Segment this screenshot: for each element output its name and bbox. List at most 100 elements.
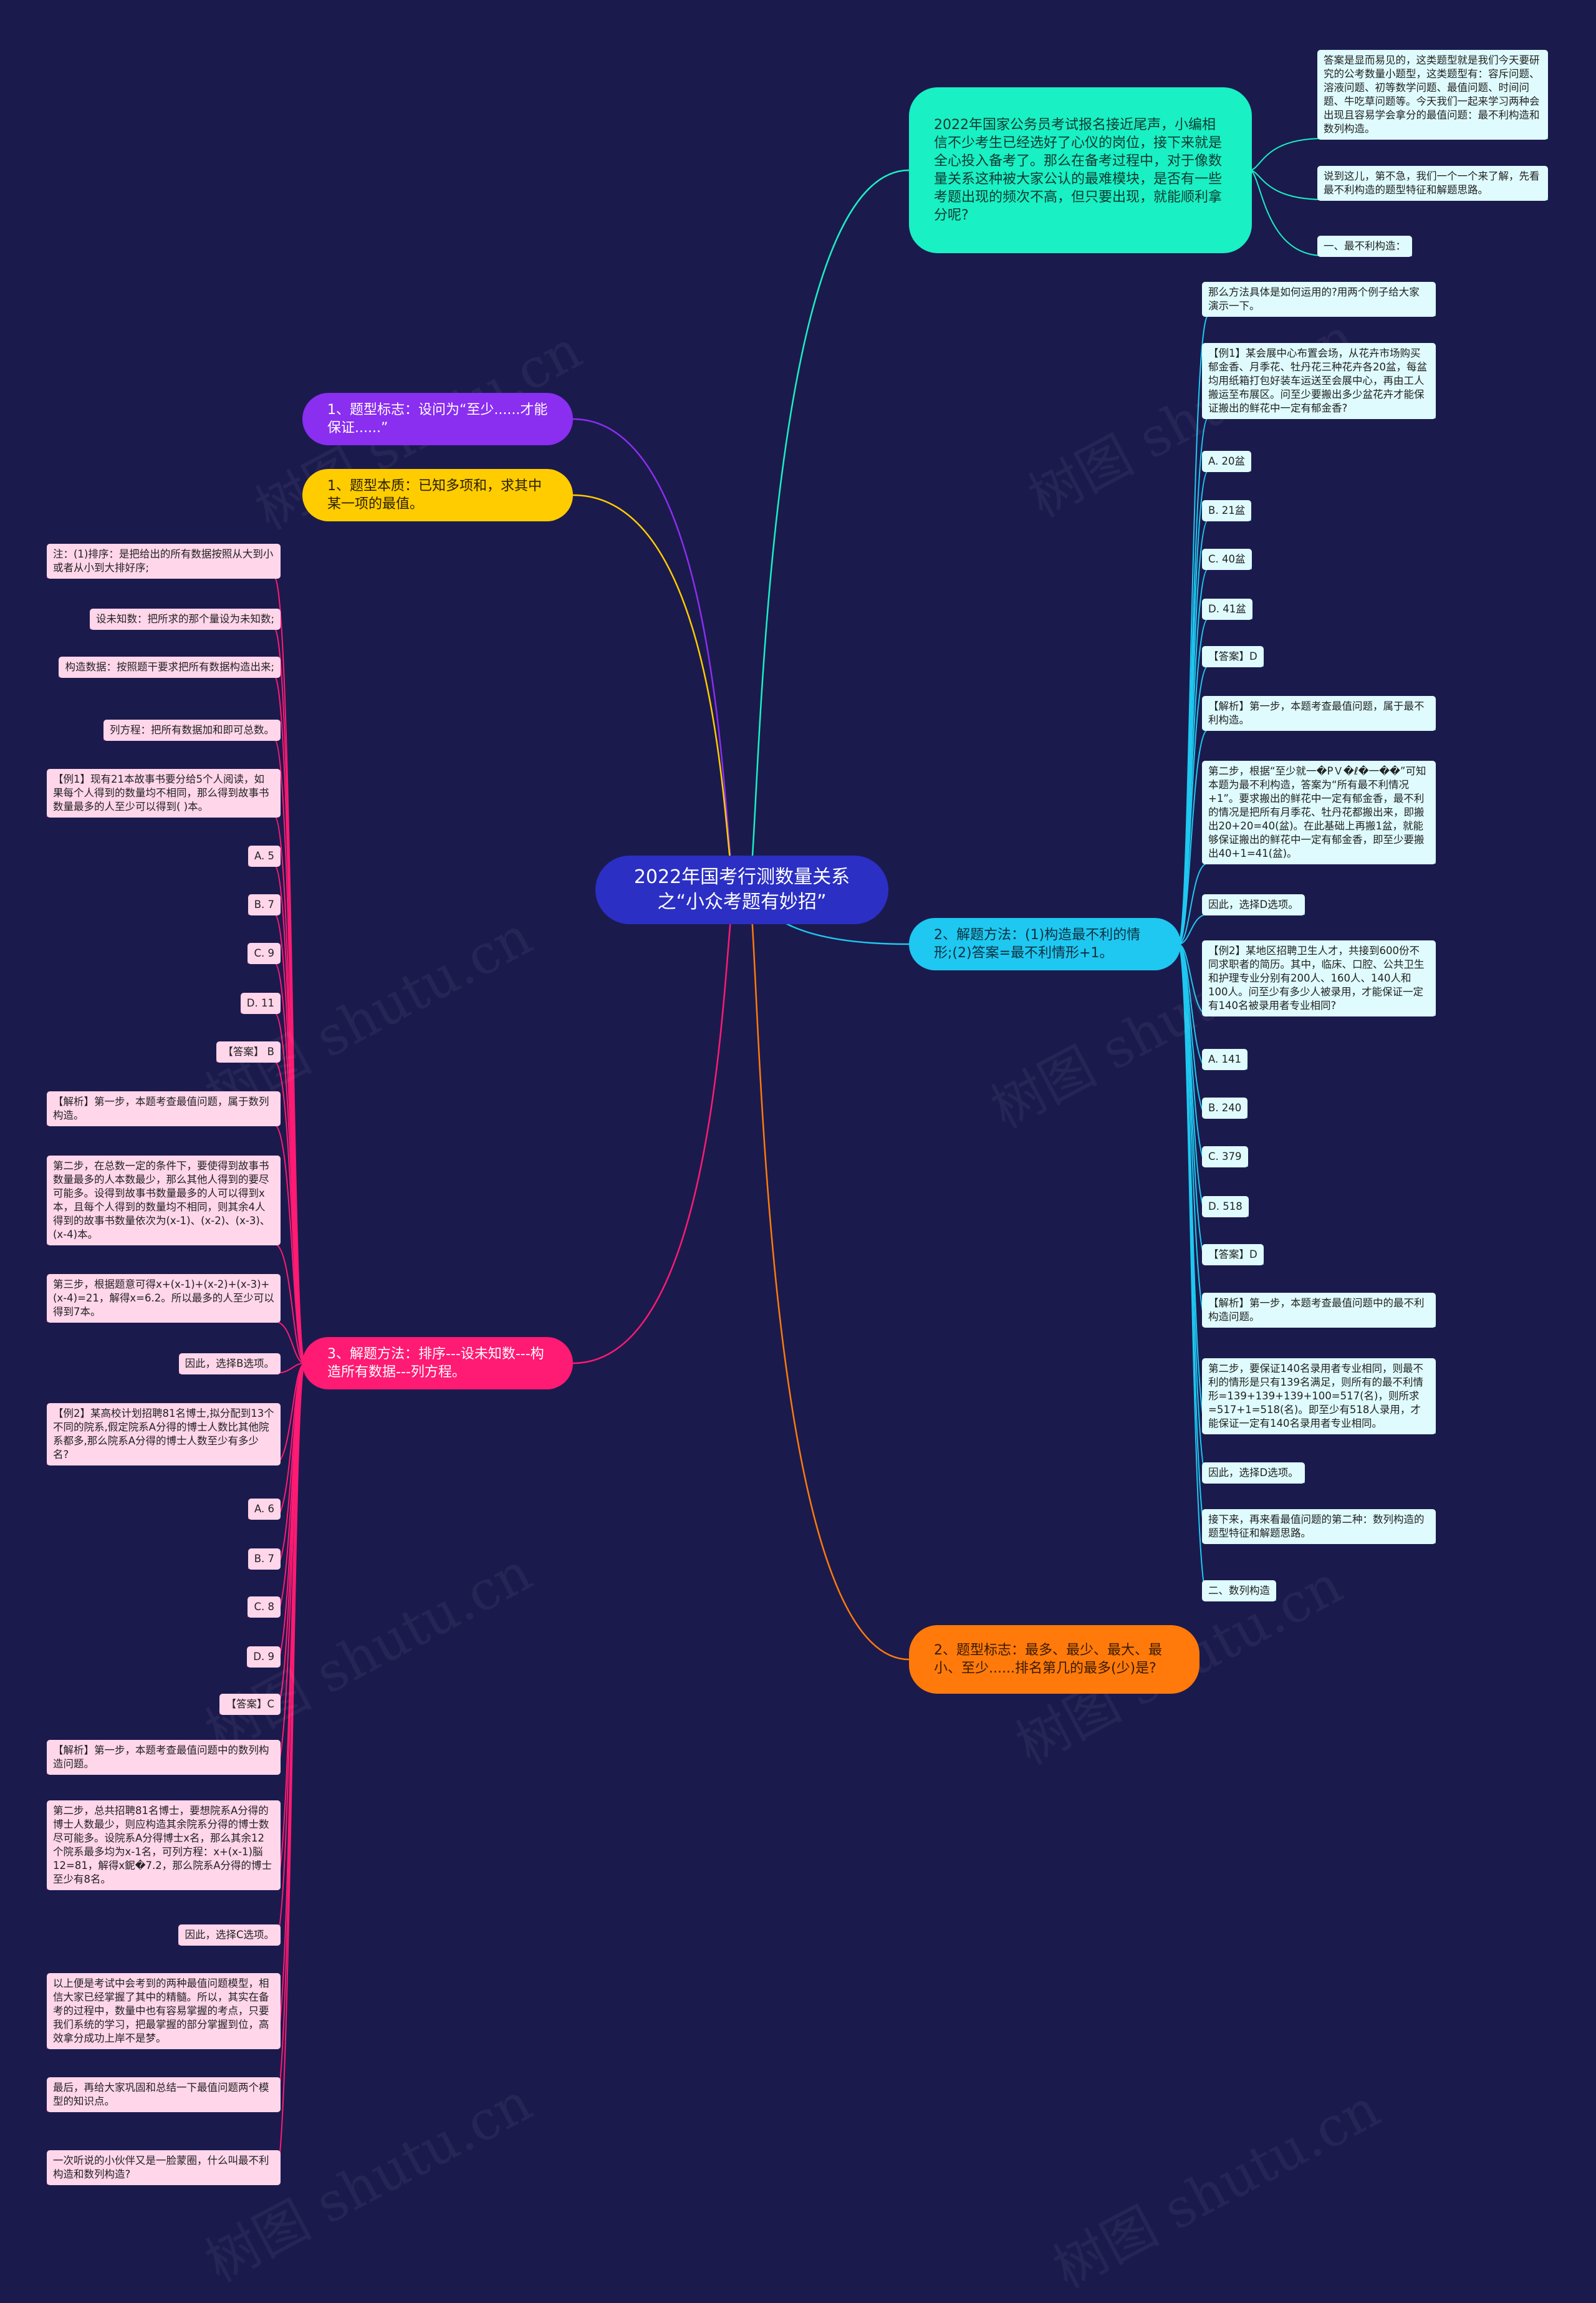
link-leaf (1249, 170, 1412, 256)
right-mid-leaves-item[interactable]: 那么方法具体是如何运用的?用两个例子给大家演示一下。 (1202, 282, 1436, 317)
branch-solve-method-sequence[interactable]: 3、解题方法：排序---设未知数---构造所有数据---列方程。 (302, 1337, 573, 1389)
leaf-text: C. 379 (1208, 1151, 1242, 1162)
branch-question-signature-label: 2、题型标志：最多、最少、最大、最小、至少......排名第几的最多(少)是? (934, 1643, 1162, 1676)
link-root-to-b_top_right (747, 169, 910, 891)
left-leaves-item[interactable]: 【答案】C (219, 1694, 281, 1715)
leaf-text: 【答案】 B (223, 1046, 274, 1058)
leaf-text: C. 40盆 (1208, 553, 1246, 565)
right-mid-leaves-item[interactable]: 【解析】第一步，本题考查最值问题，属于最不利构造。 (1202, 696, 1436, 731)
right-mid-leaves-item[interactable]: 接下来，再来看最值问题的第二种：数列构造的题型特征和解题思路。 (1202, 1509, 1436, 1544)
leaf-text: 构造数据：按照题干要求把所有数据构造出来; (65, 661, 274, 673)
left-leaves-item[interactable]: 设未知数：把所求的那个量设为未知数; (89, 609, 281, 630)
right-top-leaves-item[interactable]: 说到这儿，第不急，我们一个一个来了解，先看最不利构造的题型特征和解题思路。 (1317, 166, 1548, 201)
leaf-text: 第二步，在总数一定的条件下，要使得到故事书数量最多的人本数最少，那么其他人得到的… (53, 1160, 271, 1240)
right-mid-leaves-item[interactable]: A. 20盆 (1202, 451, 1251, 472)
right-top-leaves-item[interactable]: 一、最不利构造： (1317, 236, 1412, 257)
leaf-text: B. 7 (254, 1553, 274, 1565)
right-mid-leaves-item[interactable]: D. 41盆 (1202, 599, 1252, 620)
link-leaf (1249, 170, 1548, 200)
leaf-text: 因此，选择B选项。 (185, 1358, 274, 1369)
left-leaves-item[interactable]: D. 9 (247, 1646, 281, 1668)
left-leaves-item[interactable]: 一次听说的小伙伴又是一脸蒙圈，什么叫最不利构造和数列构造? (47, 2150, 281, 2185)
leaf-text: 二、数列构造 (1208, 1585, 1270, 1596)
root-topic[interactable]: 2022年国考行测数量关系之“小众考题有妙招” (595, 856, 888, 924)
right-top-leaves-item[interactable]: 答案是显而易见的，这类题型就是我们今天要研究的公考数量小题型，这类题型有：容斥问… (1317, 50, 1548, 140)
right-mid-leaves-item[interactable]: 第二步，要保证140名录用者专业相同，则最不利的情形是只有139名满足，则所有的… (1202, 1358, 1436, 1434)
left-leaves-item[interactable]: C. 8 (248, 1596, 281, 1618)
right-mid-leaves-item[interactable]: 【例2】某地区招聘卫生人才，共接到600份不同求职者的简历。其中，临床、口腔、公… (1202, 940, 1436, 1016)
right-mid-leaves-item[interactable]: C. 379 (1202, 1146, 1248, 1167)
left-leaves-item[interactable]: 【答案】 B (216, 1041, 281, 1063)
right-mid-leaves-item[interactable]: B. 21盆 (1202, 500, 1252, 521)
right-mid-leaves-item[interactable]: 二、数列构造 (1202, 1580, 1276, 1601)
leaf-text: 说到这儿，第不急，我们一个一个来了解，先看最不利构造的题型特征和解题思路。 (1324, 170, 1540, 196)
branch-intro-label: 2022年国家公务员考试报名接近尾声，小编相信不少考生已经选好了心仪的岗位，接下… (934, 117, 1223, 223)
right-mid-leaves-item[interactable]: 因此，选择D选项。 (1202, 1462, 1305, 1484)
branch-question-marker[interactable]: 1、题型标志：设问为“至少......才能保证......” (302, 393, 573, 445)
left-leaves-item[interactable]: C. 9 (248, 943, 281, 964)
leaf-text: 【例1】现有21本故事书要分给5个人阅读，如果每个人得到的数量均不相同，那么得到… (53, 773, 269, 813)
leaf-text: 【解析】第一步，本题考查最值问题，属于数列构造。 (53, 1096, 269, 1121)
left-leaves-item[interactable]: 因此，选择B选项。 (178, 1353, 281, 1374)
link-leaf (1178, 944, 1436, 1543)
leaf-text: A. 5 (254, 850, 274, 862)
left-leaves-item[interactable]: 构造数据：按照题干要求把所有数据构造出来; (59, 657, 281, 678)
left-leaves-item[interactable]: 【解析】第一步，本题考查最值问题中的数列构造问题。 (47, 1740, 281, 1775)
right-mid-leaves-item[interactable]: 因此，选择D选项。 (1202, 894, 1305, 915)
link-leaf (1178, 665, 1264, 945)
link-root-to-b_top_left_1 (572, 418, 737, 891)
leaf-text: 最后，再给大家巩固和总结一下最值问题两个模型的知识点。 (53, 2082, 269, 2107)
left-leaves-item[interactable]: 以上便是考试中会考到的两种最值问题模型，相信大家已经掌握了其中的精髓。所以，其实… (47, 1973, 281, 2049)
branch-solve-method-least-favorable[interactable]: 2、解题方法：(1)构造最不利的情形;(2)答案=最不利情形+1。 (909, 918, 1181, 970)
link-leaf (47, 1363, 305, 2185)
leaf-text: D. 41盆 (1208, 603, 1246, 615)
right-mid-leaves-item[interactable]: C. 40盆 (1202, 549, 1252, 570)
branch-question-essence[interactable]: 1、题型本质：已知多项和，求其中某一项的最值。 (302, 469, 573, 521)
leaf-text: 注：(1)排序：是把给出的所有数据按照从大到小或者从小到大排好序; (53, 548, 274, 574)
leaf-text: 【答案】C (226, 1698, 274, 1710)
left-leaves-item[interactable]: 【例2】某高校计划招聘81名博士,拟分配到13个不同的院系,假定院系A分得的博士… (47, 1403, 281, 1465)
right-mid-leaves-item[interactable]: 【例1】某会展中心布置会场，从花卉市场购买郁金香、月季花、牡丹花三种花卉各20盆… (1202, 343, 1436, 419)
left-leaves-item[interactable]: 第二步，在总数一定的条件下，要使得到故事书数量最多的人本数最少，那么其他人得到的… (47, 1156, 281, 1245)
left-leaves-item[interactable]: A. 5 (248, 846, 281, 867)
leaf-text: 【例2】某高校计划招聘81名博士,拟分配到13个不同的院系,假定院系A分得的博士… (53, 1407, 274, 1460)
left-leaves-item[interactable]: 第三步，根据题意可得x+(x-1)+(x-2)+(x-3)+(x-4)=21，解… (47, 1274, 281, 1323)
branch-question-marker-label: 1、题型标志：设问为“至少......才能保证......” (327, 402, 548, 436)
right-mid-leaves-item[interactable]: 第二步，根据“至少就一�PＶ�ℓ�一��”可知本题为最不利构造，答案为“所有最不… (1202, 761, 1436, 864)
link-root-to-b_bottom_right (747, 889, 910, 1661)
branch-solve-method-least-favorable-label: 2、解题方法：(1)构造最不利的情形;(2)答案=最不利情形+1。 (934, 927, 1141, 961)
right-mid-leaves-item[interactable]: 【答案】D (1202, 646, 1264, 667)
link-leaf (1178, 914, 1305, 945)
left-leaves-item[interactable]: 注：(1)排序：是把给出的所有数据按照从大到小或者从小到大排好序; (47, 544, 281, 579)
leaf-text: 接下来，再来看最值问题的第二种：数列构造的题型特征和解题思路。 (1208, 1514, 1425, 1539)
left-leaves-item[interactable]: 列方程：把所有数据加和即可总数。 (103, 720, 281, 741)
leaf-text: D. 11 (246, 997, 274, 1009)
leaf-text: B. 240 (1208, 1102, 1242, 1114)
left-leaves-item[interactable]: A. 6 (248, 1499, 281, 1520)
branch-question-signature[interactable]: 2、题型标志：最多、最少、最大、最小、至少......排名第几的最多(少)是? (909, 1625, 1199, 1694)
leaf-text: 因此，选择D选项。 (1208, 1467, 1299, 1479)
right-mid-leaves-item[interactable]: B. 240 (1202, 1098, 1248, 1119)
left-leaves-item[interactable]: 【解析】第一步，本题考查最值问题，属于数列构造。 (47, 1091, 281, 1126)
leaf-text: 列方程：把所有数据加和即可总数。 (110, 724, 274, 736)
right-mid-leaves-item[interactable]: 【答案】D (1202, 1244, 1264, 1265)
right-mid-leaves-item[interactable]: 【解析】第一步，本题考查最值问题中的最不利构造问题。 (1202, 1293, 1436, 1328)
leaf-text: C. 8 (254, 1601, 274, 1613)
left-leaves-item[interactable]: B. 7 (248, 894, 281, 915)
right-mid-leaves-item[interactable]: A. 141 (1202, 1049, 1247, 1070)
left-leaves-item[interactable]: D. 11 (240, 993, 281, 1014)
leaf-text: 第二步，总共招聘81名博士，要想院系A分得的博士人数最少，则应构造其余院系分得的… (53, 1805, 272, 1885)
leaf-text: 【解析】第一步，本题考查最值问题中的数列构造问题。 (53, 1744, 269, 1770)
link-root-to-b_bottom_left (572, 889, 737, 1364)
left-leaves-item[interactable]: 第二步，总共招聘81名博士，要想院系A分得的博士人数最少，则应构造其余院系分得的… (47, 1800, 281, 1890)
left-leaves-item[interactable]: 【例1】现有21本故事书要分给5个人阅读，如果每个人得到的数量均不相同，那么得到… (47, 769, 281, 818)
left-leaves-item[interactable]: 最后，再给大家巩固和总结一下最值问题两个模型的知识点。 (47, 2077, 281, 2112)
left-leaves-item[interactable]: 因此，选择C选项。 (178, 1924, 281, 1946)
branch-intro[interactable]: 2022年国家公务员考试报名接近尾声，小编相信不少考生已经选好了心仪的岗位，接下… (909, 87, 1252, 253)
right-mid-leaves-item[interactable]: D. 518 (1202, 1196, 1249, 1217)
branch-solve-method-sequence-label: 3、解题方法：排序---设未知数---构造所有数据---列方程。 (327, 1346, 544, 1380)
leaf-text: 以上便是考试中会考到的两种最值问题模型，相信大家已经掌握了其中的精髓。所以，其实… (53, 1977, 269, 2044)
left-leaves-item[interactable]: B. 7 (248, 1548, 281, 1570)
link-root-to-b_top_left_2 (572, 494, 737, 891)
leaf-text: D. 518 (1208, 1200, 1243, 1212)
